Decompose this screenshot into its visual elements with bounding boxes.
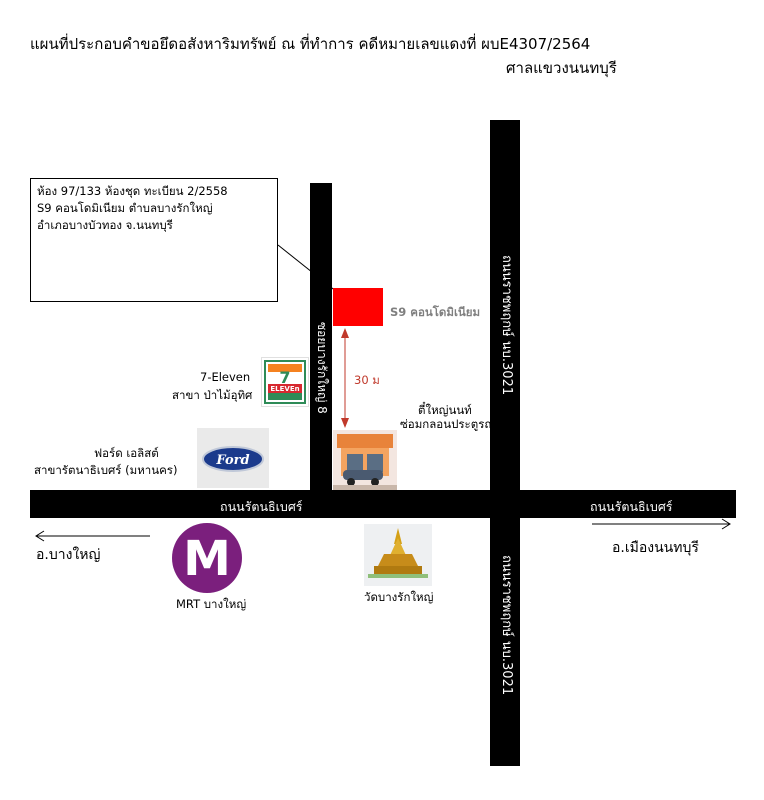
target-condo-marker xyxy=(333,288,383,326)
map-title: แผนที่ประกอบคำขอยึดอสังหาริมทรัพย์ ณ ที่… xyxy=(30,35,591,53)
address-line-1: ห้อง 97/133 ห้องชุด ทะเบียน 2/2558 xyxy=(37,184,228,198)
address-line-3: อำเภอบางบัวทอง จ.นนทบุรี xyxy=(37,218,173,232)
ford-branch: สาขารัตนาธิเบศร์ (มหานคร) xyxy=(34,463,178,477)
ford-logo-text: Ford xyxy=(215,453,249,468)
garage-desc: ซ่อมกลอนประตูรถยนต์ xyxy=(400,417,514,431)
mrt-label: MRT บางใหญ่ xyxy=(176,597,247,611)
seven-logo-number: 7 xyxy=(279,368,290,387)
distance-label: 30 ม xyxy=(354,373,380,387)
address-callout: ห้อง 97/133 ห้องชุด ทะเบียน 2/2558 S9 คอ… xyxy=(30,178,278,302)
rattanathibet-road xyxy=(30,490,736,518)
ford-name: ฟอร์ด เอลิสต์ xyxy=(94,446,159,460)
direction-right: อ.เมืองนนทบุรี xyxy=(612,540,699,556)
seven-logo-text: ELEVEn xyxy=(270,385,299,393)
seven-eleven-logo-icon: 7 ELEVEn xyxy=(261,357,309,407)
road-label-ratchaphruek-bottom: ถนนราชพฤกษ์ นบ.3021 xyxy=(499,555,514,696)
target-label: S9 คอนโดมิเนียม xyxy=(390,305,481,319)
seven-eleven-branch: สาขา ป่าไม้อุทิศ xyxy=(172,388,253,402)
ratchaphruek-road xyxy=(490,120,520,766)
temple-icon xyxy=(364,524,432,586)
address-line-2: S9 คอนโดมิเนียม ตำบลบางรักใหญ่ xyxy=(37,201,213,215)
road-label-rattanathibet-right: ถนนรัตนธิเบศร์ xyxy=(590,499,673,514)
mrt-logo-icon: M xyxy=(172,523,242,593)
mrt-logo-letter: M xyxy=(183,531,231,587)
map-subtitle: ศาลแขวงนนทบุรี xyxy=(506,59,617,77)
road-label-soi: ซอยบางรักใหญ่ 8 xyxy=(315,322,329,414)
road-label-ratchaphruek-top: ถนนราชพฤกษ์ นบ.3021 xyxy=(499,255,514,396)
direction-left: อ.บางใหญ่ xyxy=(36,547,101,563)
garage-name: ตี๋ใหญ่นนท์ xyxy=(418,403,472,417)
seven-eleven-name: 7-Eleven xyxy=(200,370,251,384)
garage-shop-icon xyxy=(333,430,397,490)
temple-label: วัดบางรักใหญ่ xyxy=(364,590,434,604)
soi-road xyxy=(310,183,332,491)
road-label-rattanathibet-left: ถนนรัตนธิเบศร์ xyxy=(220,499,303,514)
ford-logo-icon: Ford xyxy=(197,428,269,488)
